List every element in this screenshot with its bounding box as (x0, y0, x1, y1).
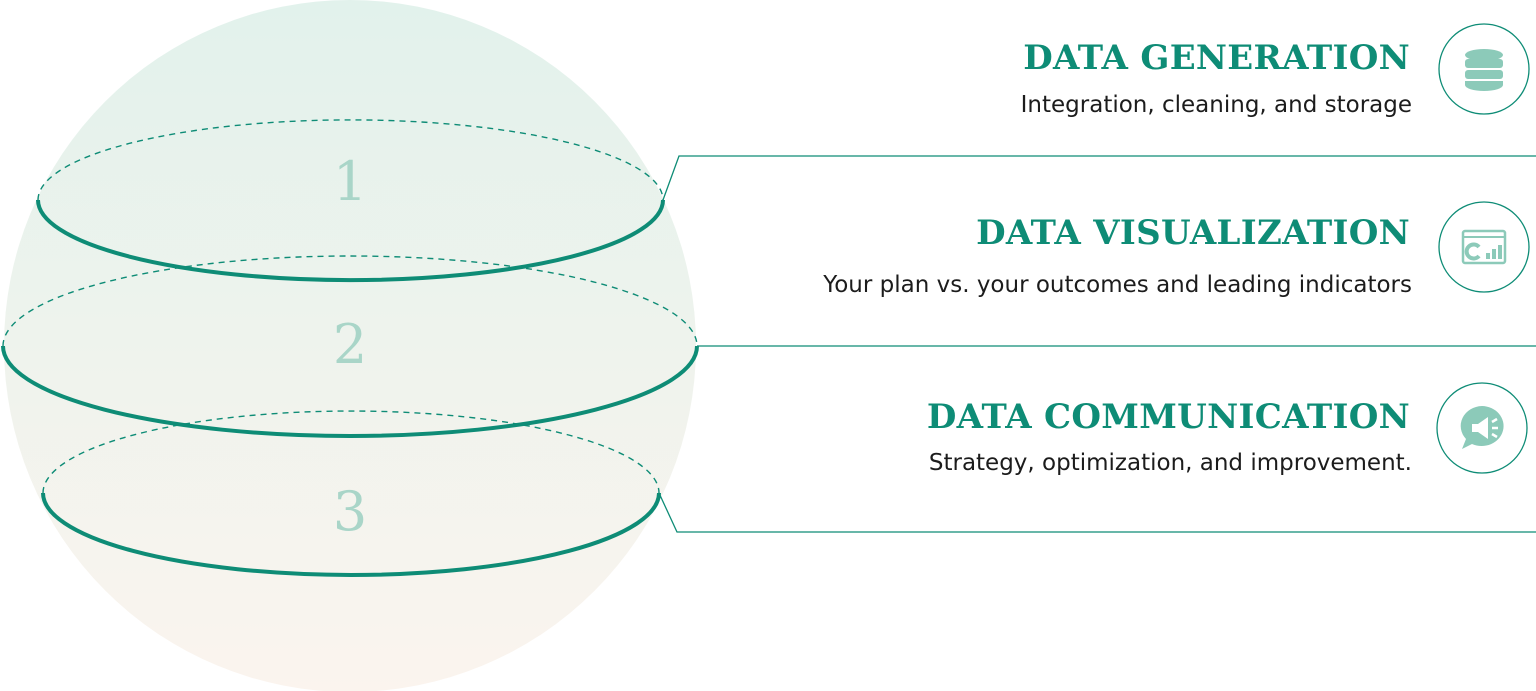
ring-1-front (36, 199, 665, 283)
stage-description-2: Your plan vs. your outcomes and leading … (823, 272, 1412, 298)
sphere (4, 0, 696, 691)
megaphone-chat-icon (1436, 382, 1528, 474)
stage-title-2: DATA VISUALIZATION (976, 213, 1410, 253)
stage-number-2: 2 (333, 313, 367, 376)
stage-number-1: 1 (333, 150, 367, 213)
database-icon (1438, 23, 1530, 115)
stage-number-3: 3 (333, 480, 367, 543)
stage-icon-3 (1436, 382, 1528, 474)
ring-2-front (1, 345, 699, 438)
ring-3-back (42, 410, 660, 494)
ring-3-front (41, 492, 661, 577)
stage-title-3: DATA COMMUNICATION (926, 397, 1410, 437)
stage-icon-1 (1438, 23, 1530, 115)
dashboard-chart-icon (1438, 201, 1530, 293)
stage-description-3: Strategy, optimization, and improvement. (928, 450, 1412, 476)
connector-line-3 (658, 492, 1536, 533)
stage-description-1: Integration, cleaning, and storage (1020, 92, 1412, 118)
stage-title-1: DATA GENERATION (1023, 38, 1410, 78)
connector-line-1 (662, 155, 1536, 201)
stage-icon-2 (1438, 201, 1530, 293)
ring-1-back (37, 119, 664, 201)
ring-2-back (2, 255, 698, 347)
